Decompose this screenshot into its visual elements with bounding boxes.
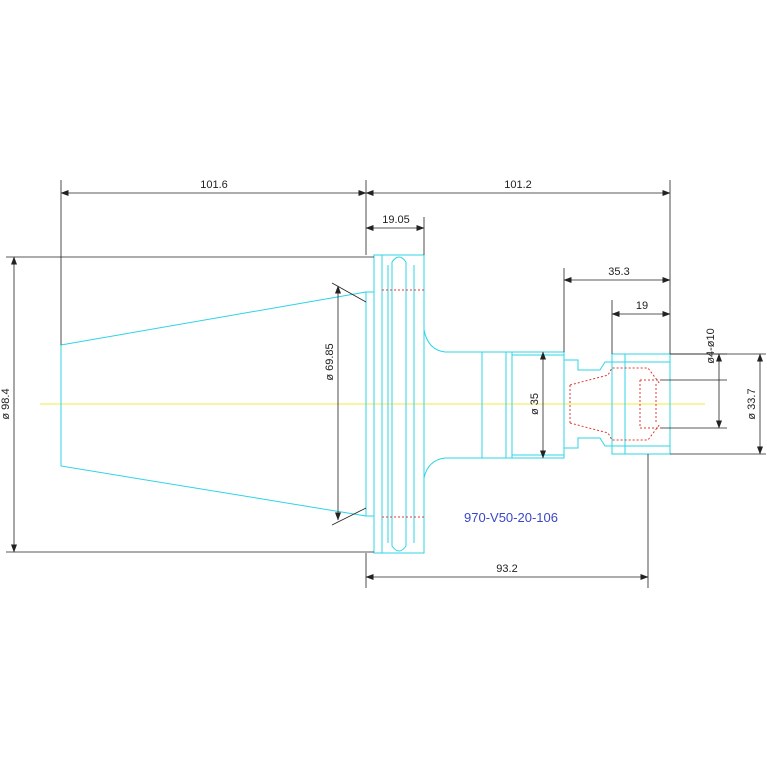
dim-label-35-3: 35.3 bbox=[608, 266, 629, 278]
hidden-lines bbox=[382, 289, 661, 518]
dim-label-101-2: 101.2 bbox=[504, 179, 532, 191]
flange bbox=[373, 254, 425, 554]
dim-label-19-05: 19.05 bbox=[382, 214, 410, 226]
dim-label-93-2: 93.2 bbox=[496, 563, 517, 575]
dimension-lines bbox=[6, 180, 766, 588]
part-number-label: 970-V50-20-106 bbox=[464, 510, 558, 525]
dim-label-35: ø 35 bbox=[529, 393, 541, 415]
dim-label-19: 19 bbox=[636, 300, 648, 312]
dim-label-clamp: ø4-ø10 bbox=[705, 328, 717, 363]
dim-label-69-85: ø 69.85 bbox=[324, 343, 336, 380]
shank bbox=[511, 351, 565, 459]
dim-label-101-6: 101.6 bbox=[200, 179, 228, 191]
dim-label-33-7: ø 33.7 bbox=[746, 388, 758, 419]
dim-label-98-4: ø 98.4 bbox=[0, 388, 12, 419]
collet-nut bbox=[611, 353, 671, 455]
tool-outline bbox=[60, 254, 671, 554]
